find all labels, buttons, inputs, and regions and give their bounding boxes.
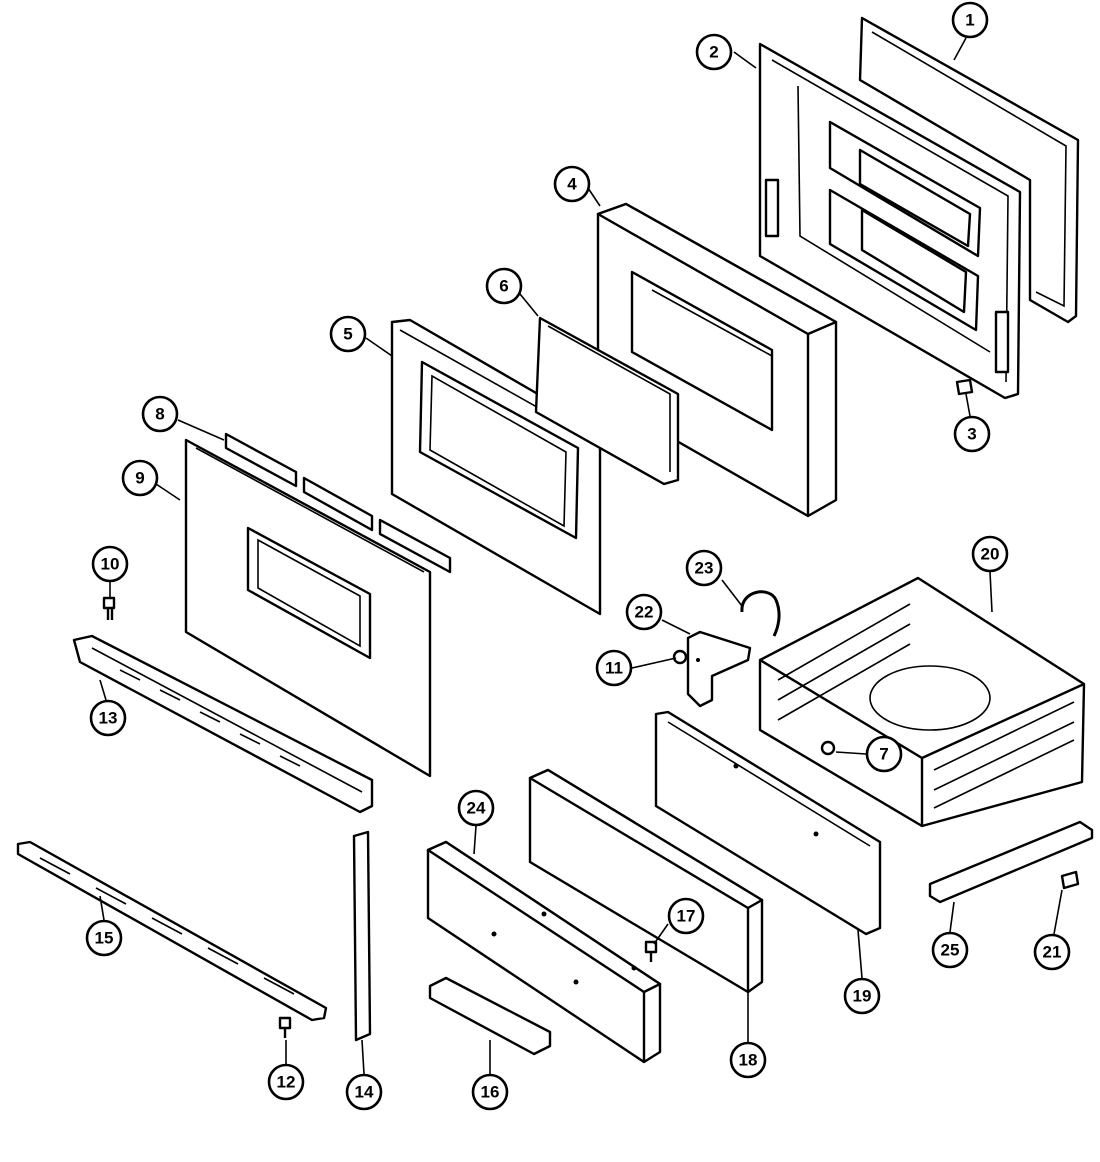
svg-text:18: 18 [739, 1051, 758, 1070]
callout-11: 11 [595, 649, 633, 687]
part-11-nut [672, 649, 688, 665]
svg-text:22: 22 [635, 603, 654, 622]
svg-text:7: 7 [879, 745, 888, 764]
svg-text:14: 14 [355, 1083, 374, 1102]
part-19-drawer-back [654, 710, 882, 936]
callouts: 1 2 3 4 5 6 7 8 9 10 11 12 13 14 15 16 1… [85, 1, 1071, 1111]
part-24-drawer-front [426, 840, 662, 1064]
callout-13: 13 [89, 699, 127, 737]
svg-text:2: 2 [709, 43, 718, 62]
callout-17: 17 [667, 897, 705, 935]
part-4-door-liner [596, 202, 838, 518]
callout-23: 23 [685, 549, 723, 587]
svg-text:11: 11 [605, 659, 623, 678]
callout-16: 16 [471, 1073, 509, 1111]
svg-text:20: 20 [981, 545, 1000, 564]
svg-text:6: 6 [499, 277, 508, 296]
svg-text:10: 10 [101, 555, 120, 574]
part-21-clip [1060, 870, 1080, 890]
svg-text:4: 4 [567, 175, 577, 194]
callout-25: 25 [931, 931, 969, 969]
svg-text:25: 25 [941, 941, 960, 960]
part-6-door-glass [534, 316, 680, 486]
svg-text:15: 15 [95, 929, 114, 948]
callout-15: 15 [85, 919, 123, 957]
callout-10: 10 [91, 545, 129, 583]
part-14-side-trim [352, 830, 372, 1042]
callout-24: 24 [457, 789, 495, 827]
callout-21: 21 [1033, 933, 1071, 971]
svg-text:16: 16 [481, 1083, 500, 1102]
leader-lines [99, 37, 1063, 1075]
part-10-screw [102, 596, 116, 620]
svg-text:9: 9 [135, 469, 144, 488]
callout-22: 22 [625, 593, 663, 631]
callout-6: 6 [485, 267, 523, 305]
part-20-drawer-body [758, 576, 1086, 828]
callout-19: 19 [843, 977, 881, 1015]
svg-text:3: 3 [967, 425, 976, 444]
part-22-bracket [686, 630, 752, 708]
part-1-door-gasket [858, 16, 1080, 324]
part-17-screw [644, 940, 658, 962]
svg-text:17: 17 [677, 907, 696, 926]
callout-4: 4 [553, 165, 591, 203]
part-16-foam-block [428, 976, 552, 1056]
callout-20: 20 [971, 535, 1009, 573]
part-15-trim-strip [16, 840, 328, 1022]
svg-text:8: 8 [155, 405, 164, 424]
callout-18: 18 [729, 1041, 767, 1079]
callout-9: 9 [121, 459, 159, 497]
callout-7: 7 [865, 735, 903, 773]
part-9-outer-door-panel [184, 438, 432, 778]
svg-text:12: 12 [277, 1073, 296, 1092]
part-12-screw [278, 1016, 292, 1038]
part-18-drawer-panel [528, 768, 764, 994]
svg-text:19: 19 [853, 987, 872, 1006]
callout-5: 5 [329, 315, 367, 353]
svg-text:21: 21 [1043, 943, 1062, 962]
svg-text:5: 5 [343, 325, 352, 344]
callout-8: 8 [141, 395, 179, 433]
svg-text:23: 23 [695, 559, 714, 578]
svg-text:24: 24 [467, 799, 486, 818]
svg-text:13: 13 [99, 709, 118, 728]
callout-1: 1 [951, 1, 989, 39]
callout-12: 12 [267, 1063, 305, 1101]
part-25-slide-rail [928, 820, 1094, 904]
callout-2: 2 [695, 33, 733, 71]
callout-3: 3 [953, 415, 991, 453]
callout-14: 14 [345, 1073, 383, 1111]
svg-text:1: 1 [965, 11, 974, 30]
part-13-door-trim [72, 634, 374, 814]
part-3-clip [955, 378, 974, 396]
part-8-insulation-strips [224, 432, 452, 574]
part-23-wire [740, 590, 781, 637]
part-2-inner-door-panel [758, 42, 1022, 400]
part-5-door-frame [390, 318, 602, 616]
